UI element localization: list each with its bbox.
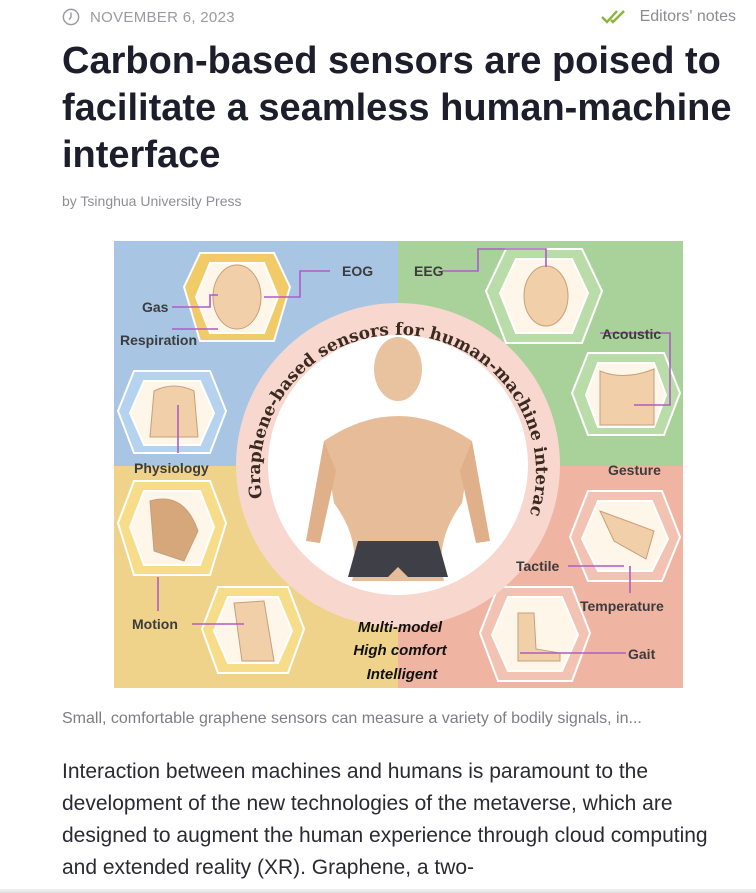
label-temperature: Temperature	[580, 598, 664, 614]
connector-lines	[157, 248, 671, 654]
figure-caption: Small, comfortable graphene sensors can …	[62, 710, 642, 727]
article-figure[interactable]: Graphene-based sensors for human-machine…	[114, 241, 683, 688]
label-tactile: Tactile	[516, 558, 560, 574]
editors-notes-link[interactable]: Editors' notes	[600, 8, 736, 26]
sensor-infographic: Graphene-based sensors for human-machine…	[114, 241, 683, 688]
article-body-paragraph: Interaction between machines and humans …	[62, 760, 708, 879]
human-torso-illustration	[306, 337, 490, 581]
label-gait: Gait	[628, 646, 656, 662]
article-title: Carbon-based sensors are poised to facil…	[62, 40, 732, 176]
label-eeg: EEG	[414, 263, 444, 279]
label-motion: Motion	[132, 616, 178, 632]
label-acoustic: Acoustic	[602, 326, 661, 342]
article-byline: by Tsinghua University Press	[62, 193, 242, 209]
label-respiration: Respiration	[120, 332, 197, 348]
article-meta-row: NOVEMBER 6, 2023 Editors' notes	[62, 6, 736, 30]
label-physiology: Physiology	[134, 460, 209, 476]
feature-multi-model: Multi-model	[358, 619, 443, 636]
feature-list: Multi-model High comfort Intelligent	[353, 619, 447, 683]
clock-icon	[62, 8, 80, 26]
double-check-icon	[600, 10, 625, 24]
publish-date: NOVEMBER 6, 2023	[62, 8, 235, 26]
feature-high-comfort: High comfort	[353, 642, 447, 659]
editors-notes-label: Editors' notes	[639, 8, 736, 25]
publish-date-text: NOVEMBER 6, 2023	[90, 8, 235, 26]
sensor-labels: EOG EEG Gas Respiration Acoustic Physiol…	[120, 263, 664, 662]
body-part-sketches	[149, 264, 655, 662]
bottom-divider	[0, 889, 756, 893]
label-gesture: Gesture	[608, 462, 661, 478]
label-gas: Gas	[142, 299, 169, 315]
label-eog: EOG	[342, 263, 373, 279]
feature-intelligent: Intelligent	[367, 666, 439, 683]
